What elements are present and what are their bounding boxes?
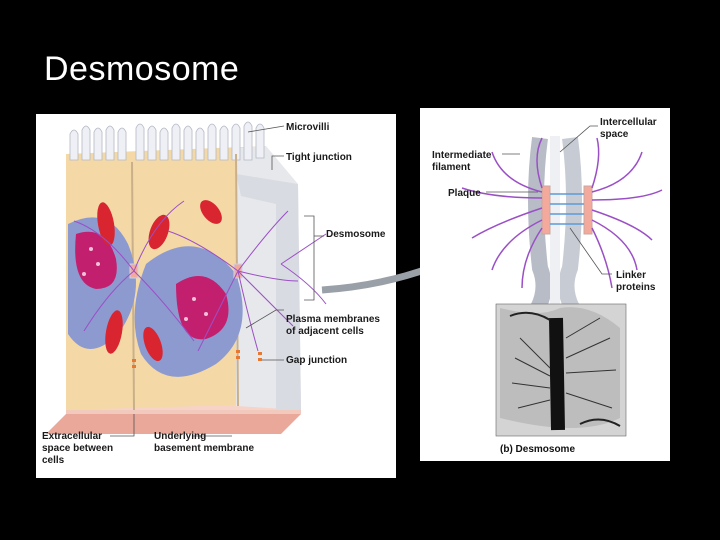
extracellular-label-line2: space between [42,443,113,454]
plasma-membranes-label-line1: Plasma membranes [286,314,380,325]
cell-junction-illustration: Microvilli Tight junction Desmosome Plas… [36,114,396,478]
plaque-left [542,186,550,234]
microvilli-label: Microvilli [286,122,330,133]
plaque-right [584,186,592,234]
slide-title: Desmosome [44,50,239,89]
membrane-right [566,138,574,308]
intermediate-filament-label-line1: Intermediate [432,150,492,161]
intermediate-filament-loops [462,138,662,288]
linker-proteins-label-line1: Linker [616,270,646,281]
intermediate-filament-label-line2: filament [432,162,471,173]
desmosome-detail-panel: Intercellular space Intermediate filamen… [420,108,670,461]
basement-membrane-label-line2: basement membrane [154,443,254,454]
intercellular-label-line1: Intercellular [600,117,657,128]
plasma-membranes-label-line2: of adjacent cells [286,326,364,337]
linker-proteins-label-line2: proteins [616,282,656,293]
microvilli-group [70,122,264,160]
electron-micrograph [496,304,626,436]
gap-junction-label: Gap junction [286,355,347,366]
plaque-label: Plaque [448,188,481,199]
basement-membrane-label-line1: Underlying [154,431,206,442]
extracellular-label-line3: cells [42,455,65,466]
desmosome-label: Desmosome [326,229,386,240]
micrograph-caption: (b) Desmosome [500,444,575,455]
intercellular-label-line2: space [600,129,629,140]
extracellular-label-line1: Extracellular [42,431,102,442]
tight-junction-label: Tight junction [286,152,352,163]
